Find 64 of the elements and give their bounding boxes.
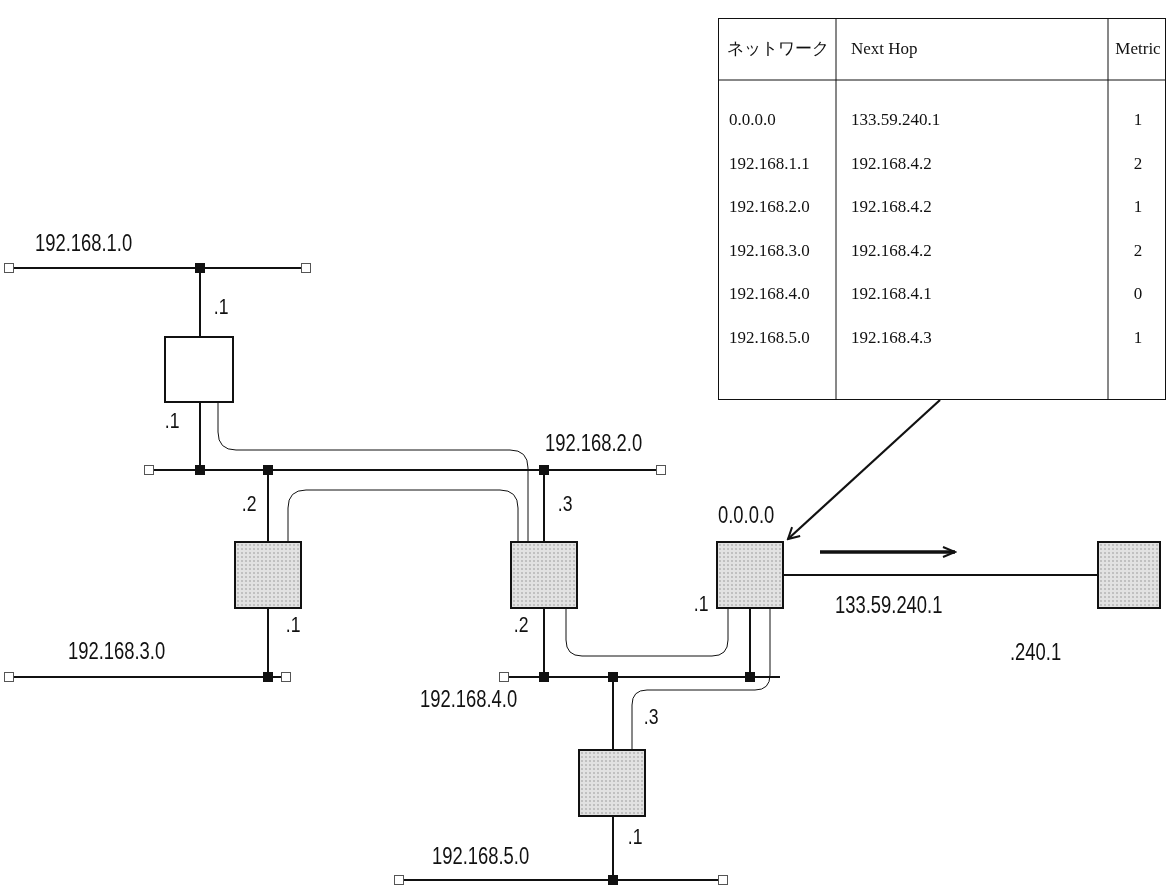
network-address: 0.0.0.0	[729, 111, 776, 128]
interface-number: .2	[241, 493, 257, 515]
link-line	[199, 272, 201, 337]
link-line	[543, 474, 545, 542]
router-box	[716, 541, 784, 609]
next-hop-address: 192.168.4.2	[851, 241, 932, 259]
network-address: 192.168.1.0	[35, 232, 133, 255]
router-box	[164, 336, 234, 403]
router-box	[510, 541, 578, 609]
router-box	[1097, 541, 1161, 609]
route-path-line	[565, 608, 729, 657]
network-address: 192.168.3.0	[68, 640, 166, 663]
metric-value: 0	[1133, 285, 1143, 302]
network-segment	[4, 672, 291, 682]
network-segment	[4, 263, 311, 273]
link-line	[267, 474, 269, 542]
network-address: 192.168.2.0	[729, 198, 810, 215]
column-header: ネットワーク	[727, 40, 829, 57]
column-header: Metric	[1115, 40, 1161, 57]
next-hop-address: 192.168.4.1	[851, 285, 932, 302]
metric-value: 1	[1133, 328, 1143, 346]
interface-number: .1	[213, 296, 229, 318]
next-hop-address: 192.168.4.2	[851, 154, 932, 172]
link-line	[199, 402, 201, 466]
network-address: 192.168.1.1	[729, 154, 810, 172]
interface-number: .2	[513, 614, 529, 636]
metric-value: 2	[1133, 241, 1143, 259]
router-box	[234, 541, 302, 609]
route-path-line	[631, 608, 771, 750]
network-segment	[144, 465, 666, 475]
interface-number: .1	[164, 410, 180, 432]
link-line	[783, 574, 1098, 576]
link-address: 133.59.240.1	[835, 594, 943, 617]
link-line	[543, 608, 545, 673]
network-address: 192.168.5.0	[432, 845, 530, 868]
next-hop-address: 192.168.4.2	[851, 198, 932, 215]
interface-number: .1	[693, 593, 709, 615]
column-header: Next Hop	[851, 40, 918, 57]
ip-address: .240.1	[1010, 641, 1062, 664]
link-line	[612, 681, 614, 750]
route-path-line	[217, 402, 529, 542]
router-box	[578, 749, 646, 817]
network-segment	[394, 875, 728, 885]
network-address: 192.168.2.0	[545, 432, 643, 455]
metric-value: 1	[1133, 111, 1143, 128]
link-line	[749, 608, 751, 673]
link-line	[612, 816, 614, 876]
interface-number: .3	[643, 706, 659, 728]
metric-value: 2	[1133, 154, 1143, 172]
arrow	[787, 399, 941, 540]
network-address: 192.168.5.0	[729, 328, 810, 346]
interface-number: .3	[557, 493, 573, 515]
link-line	[267, 608, 269, 673]
routing-table	[718, 18, 1166, 400]
route-path-line	[287, 489, 519, 542]
next-hop-address: 192.168.4.3	[851, 328, 932, 346]
interface-number: .1	[285, 614, 301, 636]
ip-address: 0.0.0.0	[718, 504, 775, 527]
interface-number: .1	[627, 826, 643, 848]
network-address: 192.168.3.0	[729, 241, 810, 259]
network-address: 192.168.4.0	[729, 285, 810, 302]
network-address: 192.168.4.0	[420, 688, 518, 711]
metric-value: 1	[1133, 198, 1143, 215]
next-hop-address: 133.59.240.1	[851, 111, 941, 128]
